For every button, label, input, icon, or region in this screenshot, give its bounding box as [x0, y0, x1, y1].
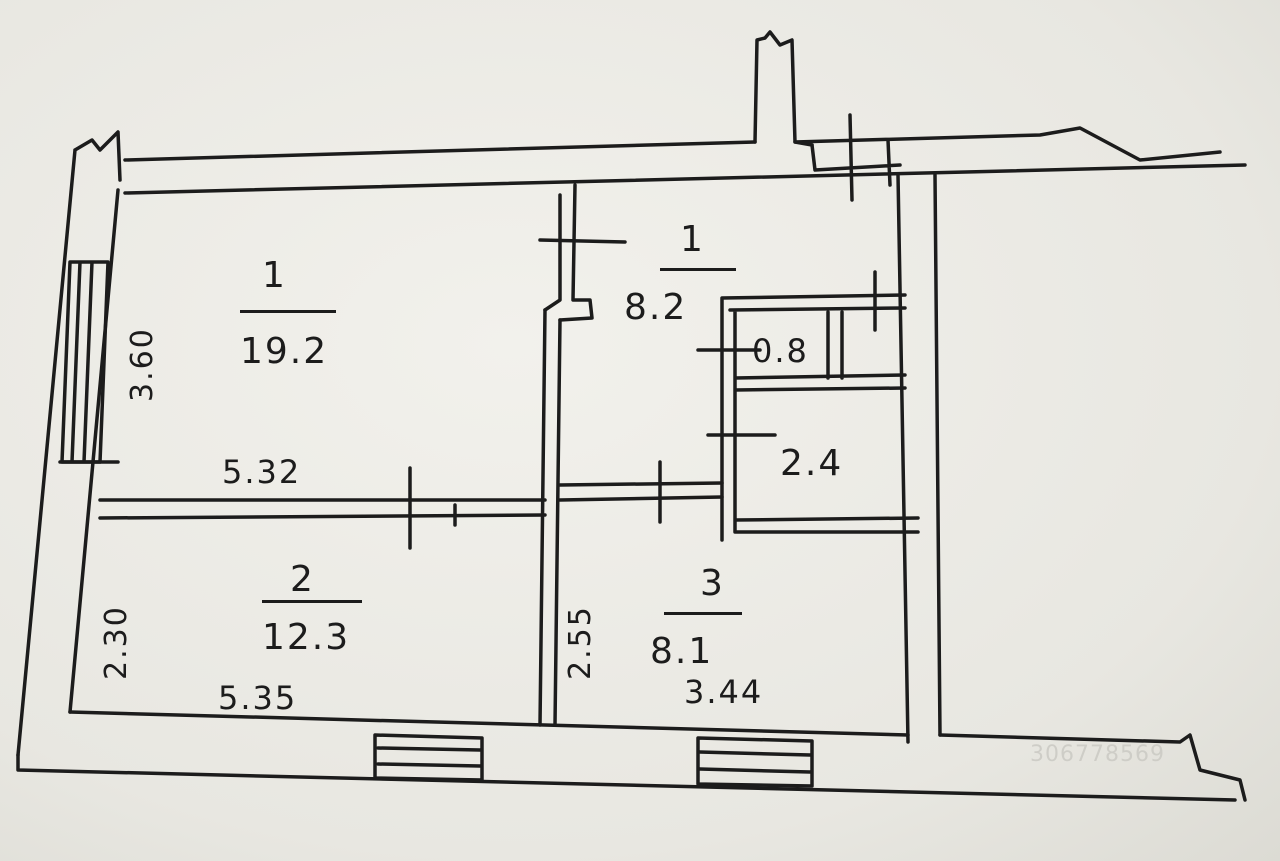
bottom-inner-wall: [68, 710, 910, 737]
room-1-area: 19.2: [240, 331, 329, 372]
room-1-divider: [240, 310, 336, 313]
room-1-number: 1: [262, 255, 287, 296]
dim-room1-height: 3.60: [125, 327, 160, 402]
bottom-window-right: [696, 736, 814, 788]
watermark: 306778569: [1030, 742, 1165, 767]
room-3-number: 3: [700, 563, 725, 604]
wc-area: 0.8: [752, 332, 809, 370]
top-outer-wall: [123, 126, 1222, 162]
room-kitchen-area: 8.2: [624, 287, 688, 328]
door-r1-r2: [408, 466, 457, 550]
dim-room3-width: 3.44: [684, 673, 764, 711]
dim-room2-width: 5.35: [218, 679, 298, 717]
bathroom-block: [720, 293, 920, 542]
room-3-divider: [664, 612, 742, 615]
room-kitchen-divider: [660, 268, 736, 271]
bottom-window-left: [373, 733, 484, 782]
partition-k-r3: [558, 481, 724, 502]
bath-area: 2.4: [780, 443, 844, 484]
top-door: [810, 113, 902, 202]
top-inner-wall: [123, 163, 1247, 195]
room-kitchen-number: 1: [680, 219, 705, 260]
left-inner-wall: [68, 188, 120, 714]
partition-r1-r2: [98, 498, 547, 520]
room-3-area: 8.1: [650, 631, 714, 672]
door-kitchen: [538, 238, 627, 244]
dim-room3-height: 2.55: [563, 605, 598, 680]
bottom-right-wall: [938, 733, 1247, 802]
dim-room1-width: 5.32: [222, 453, 302, 491]
bottom-outer-wall: [16, 753, 1237, 802]
room-2-number: 2: [290, 559, 315, 600]
room-2-area: 12.3: [262, 617, 351, 658]
room-2-divider: [262, 600, 362, 603]
partition-central: [538, 308, 562, 727]
partition-central-top: [543, 183, 594, 322]
dim-room2-height: 2.30: [99, 605, 134, 680]
vent-shaft: [753, 30, 814, 147]
left-outer-wall: [16, 130, 122, 757]
right-wall-inner: [896, 173, 942, 744]
